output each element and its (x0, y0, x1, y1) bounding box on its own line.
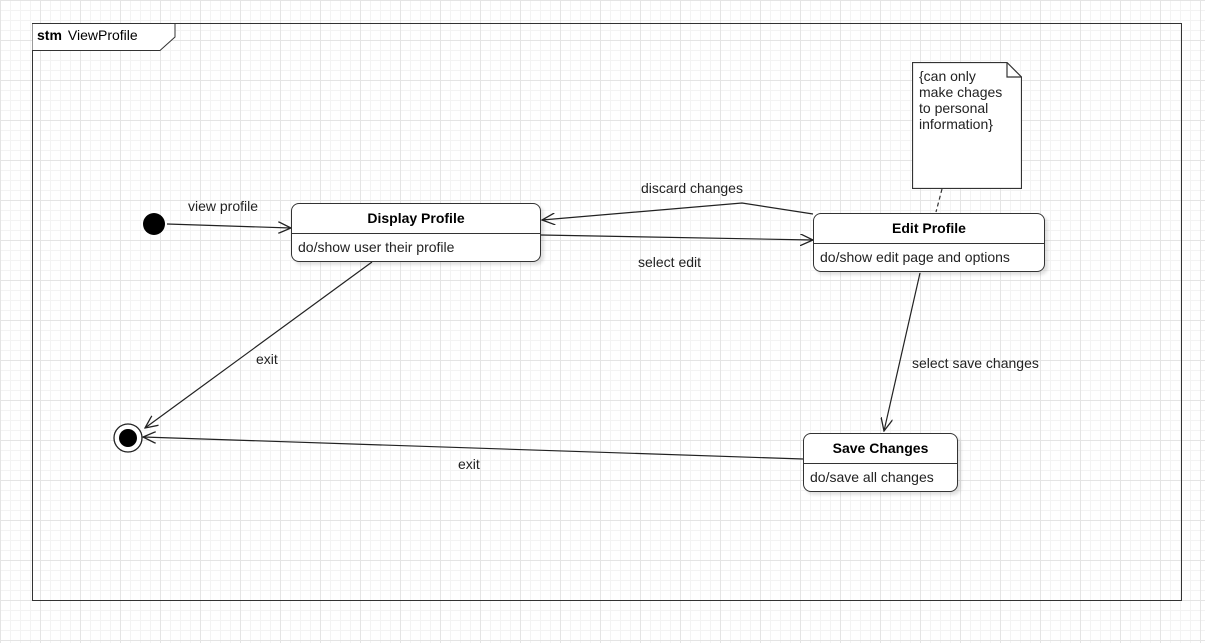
label-discard-changes: discard changes (641, 180, 743, 196)
frame-name-tab (32, 23, 176, 51)
frame-name: ViewProfile (67, 27, 138, 43)
label-exit-save: exit (458, 456, 480, 472)
edge-exit-save (143, 437, 804, 460)
final-state-inner (119, 429, 137, 447)
note: {can only make chages to personal inform… (912, 62, 1022, 189)
state-save-changes-activity: do/save all changes (810, 469, 934, 485)
initial-state (143, 213, 165, 235)
edge-select-edit (540, 235, 813, 240)
state-edit-profile-title: Edit Profile (814, 214, 1044, 244)
state-save-changes[interactable]: Save Changes do/save all changes (803, 433, 958, 492)
state-save-changes-title: Save Changes (804, 434, 957, 464)
label-select-save-changes: select save changes (912, 355, 1039, 371)
state-display-profile-title: Display Profile (292, 204, 540, 234)
label-select-edit: select edit (638, 254, 702, 270)
state-edit-profile-activity: do/show edit page and options (820, 249, 1010, 265)
frame-title: stm ViewProfile (37, 27, 138, 43)
edge-select-save-changes (884, 272, 921, 431)
state-display-profile-activity: do/show user their profile (298, 239, 455, 255)
label-exit-display: exit (256, 351, 278, 367)
state-machine-frame (32, 23, 1182, 601)
edge-discard-changes (542, 202, 814, 220)
frame-keyword: stm (37, 27, 62, 43)
edge-view-profile (166, 224, 291, 228)
state-edit-profile[interactable]: Edit Profile do/show edit page and optio… (813, 213, 1045, 272)
note-text: {can only make chages to personal inform… (919, 68, 1003, 132)
state-display-profile[interactable]: Display Profile do/show user their profi… (291, 203, 541, 262)
note-anchor-line (935, 188, 943, 213)
edge-exit-display (145, 261, 373, 428)
label-view-profile: view profile (188, 198, 259, 214)
